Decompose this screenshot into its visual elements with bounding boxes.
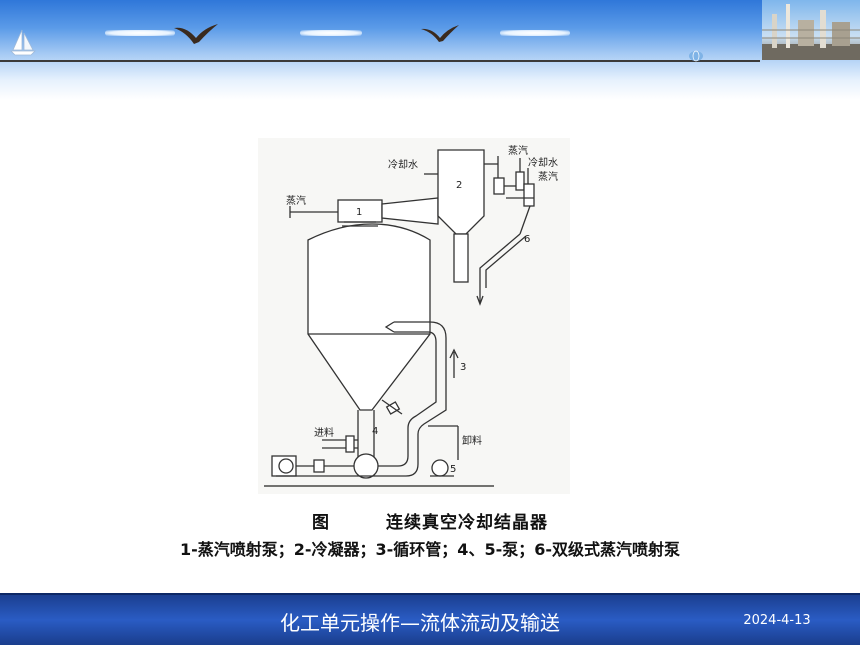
label-part-5: 5 (450, 464, 456, 475)
footer-band (0, 595, 860, 645)
header-band (0, 0, 860, 100)
header-rule (0, 60, 760, 62)
label-part-6: 6 (524, 234, 530, 245)
label-steam-left: 蒸汽 (286, 194, 306, 207)
globe-icon (689, 50, 703, 62)
figure-caption-legend: 1-蒸汽喷射泵；2-冷凝器；3-循环管；4、5-泵；6-双级式蒸汽喷射泵 (179, 540, 680, 559)
label-part-3: 3 (460, 362, 466, 373)
label-part-2: 2 (456, 180, 462, 191)
chemical-plant-photo (762, 0, 860, 60)
sailboat-icon (10, 29, 36, 56)
label-steam-right-top: 蒸汽 (508, 144, 528, 157)
label-part-1: 1 (356, 207, 362, 218)
label-part-4: 4 (372, 426, 378, 437)
footer-rule (0, 593, 860, 595)
label-cooling-water-right: 冷却水 (528, 156, 558, 169)
caption-prefix: 图 (312, 513, 330, 533)
cloud-decoration (300, 30, 362, 36)
label-cooling-water-left: 冷却水 (388, 158, 418, 171)
caption-title-text: 连续真空冷却结晶器 (386, 513, 548, 533)
crystallizer-diagram: 蒸汽 冷却水 蒸汽 冷却水 蒸汽 进料 卸料 1 2 3 4 5 6 (258, 138, 570, 494)
cloud-decoration (105, 30, 175, 36)
label-discharge: 卸料 (462, 434, 482, 447)
cloud-decoration (500, 30, 570, 36)
footer-course-title: 化工单元操作—流体流动及输送 (280, 611, 560, 635)
bird-icon (174, 24, 218, 44)
figure-caption-title: 图 连续真空冷却结晶器 (0, 508, 860, 533)
label-steam-right: 蒸汽 (538, 170, 558, 183)
label-feed: 进料 (314, 426, 334, 439)
bird-icon (421, 25, 459, 42)
footer-date: 2024-4-13 (743, 613, 811, 628)
